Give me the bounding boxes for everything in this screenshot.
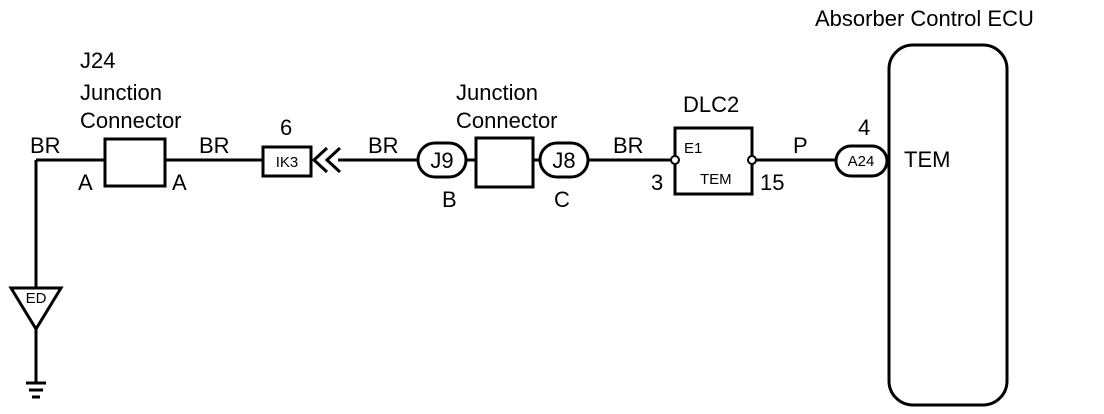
dlc2-terminal-left bbox=[670, 155, 680, 165]
dlc2-box bbox=[673, 126, 754, 196]
dlc2-terminal-right bbox=[747, 155, 757, 165]
a24-label: A24 bbox=[848, 153, 875, 170]
a24-connector: 4 A24 bbox=[834, 115, 889, 178]
ik3-label: IK3 bbox=[276, 154, 299, 171]
dlc2-right-pin: 15 bbox=[760, 170, 784, 195]
dlc2-right-terminal: TEM bbox=[700, 171, 732, 188]
j24-right-pin: A bbox=[172, 170, 187, 195]
dlc2-title: DLC2 bbox=[683, 92, 739, 117]
j9-label: J9 bbox=[430, 148, 453, 173]
ground-label: ED bbox=[26, 290, 47, 307]
j9-pin: B bbox=[442, 187, 457, 212]
in-line-connector-chevron bbox=[311, 146, 329, 174]
junction-name-line2: Connector bbox=[456, 108, 558, 133]
wire-color-label: BR bbox=[368, 133, 399, 158]
ground-triangle bbox=[8, 286, 64, 332]
junction-block bbox=[474, 136, 535, 189]
j24-junction-connector: J24 Junction Connector A A bbox=[78, 48, 187, 195]
ecu-box bbox=[887, 43, 1009, 407]
j24-block bbox=[103, 137, 167, 188]
j24-id: J24 bbox=[80, 48, 115, 73]
dlc2-left-terminal: E1 bbox=[684, 140, 702, 157]
a24-connector-oval bbox=[834, 144, 889, 178]
dlc2-left-pin: 3 bbox=[651, 170, 663, 195]
in-line-connector-chevron bbox=[324, 146, 342, 174]
ik3-connector: 6 IK3 bbox=[261, 115, 342, 178]
wire-color-label: BR bbox=[199, 133, 230, 158]
j8-connector-oval bbox=[538, 141, 590, 179]
a24-pin: 4 bbox=[858, 115, 870, 140]
ecu-title: Absorber Control ECU bbox=[815, 6, 1034, 31]
j24-left-pin: A bbox=[78, 170, 93, 195]
absorber-control-ecu: Absorber Control ECU TEM bbox=[815, 6, 1034, 407]
wire-color-label: BR bbox=[613, 133, 644, 158]
junction-connector-j9-j8: Junction Connector J9 J8 B C bbox=[416, 80, 590, 212]
j9-connector-oval bbox=[416, 141, 468, 179]
wire-color-label: BR bbox=[30, 133, 61, 158]
ecu-pin-label: TEM bbox=[904, 147, 950, 172]
junction-name-line1: Junction bbox=[456, 80, 538, 105]
ik3-pin: 6 bbox=[280, 115, 292, 140]
j24-name-line2: Connector bbox=[80, 108, 182, 133]
ik3-box bbox=[261, 145, 313, 178]
dlc2-connector: DLC2 E1 TEM 3 15 bbox=[651, 92, 784, 196]
ground-point: ED bbox=[8, 286, 64, 399]
j8-pin: C bbox=[554, 187, 570, 212]
j24-name-line1: Junction bbox=[80, 80, 162, 105]
j8-label: J8 bbox=[552, 148, 575, 173]
wire-color-label: P bbox=[793, 133, 808, 158]
